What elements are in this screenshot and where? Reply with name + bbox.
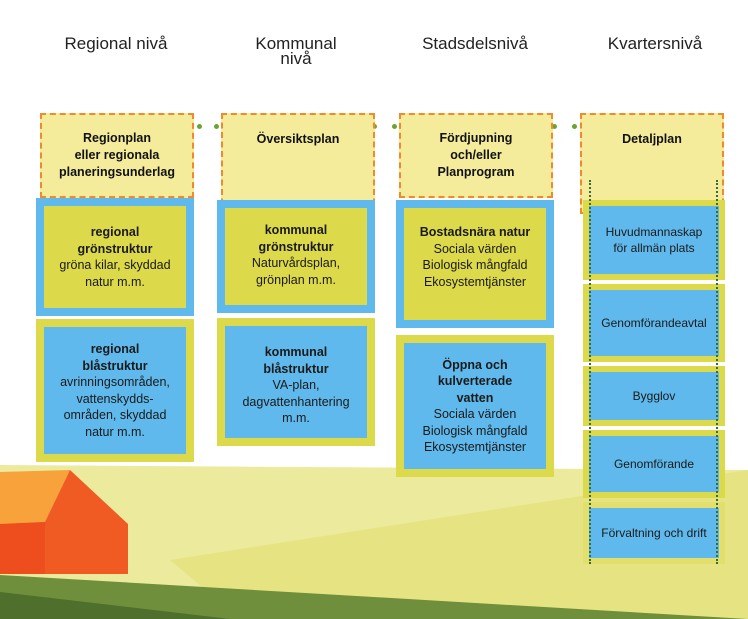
header-regional: Regional nivå xyxy=(64,34,168,53)
connector-dot xyxy=(572,124,577,129)
kommunal-gronstruktur-frame: kommunal grönstruktur Naturvårdsplan, gr… xyxy=(217,200,375,313)
kvarter-forvaltning: Förvaltning och drift xyxy=(583,502,725,564)
header-stadsdel: Stadsdelsnivå xyxy=(422,34,528,53)
regional-gronstruktur-card: regional grönstruktur gröna kilar, skydd… xyxy=(44,206,186,308)
plan-detaljplan: Detaljplan xyxy=(580,113,724,214)
stadsdel-vatten-frame: Öppna och kulverterade vatten Sociala vä… xyxy=(396,335,554,477)
connector-dot xyxy=(392,124,397,129)
kvarter-bygglov: Bygglov xyxy=(583,366,725,426)
kommunal-gronstruktur-card: kommunal grönstruktur Naturvårdsplan, gr… xyxy=(225,208,367,305)
connector-dot xyxy=(197,124,202,129)
regional-blastruktur-frame: regional blåstruktur avrinningsområden, … xyxy=(36,319,194,462)
stadsdel-vatten-card: Öppna och kulverterade vatten Sociala vä… xyxy=(404,343,546,469)
kvarter-genomforande: Genomförande xyxy=(583,430,725,498)
kommunal-blastruktur-card: kommunal blåstruktur VA-plan, dagvattenh… xyxy=(225,326,367,438)
regional-gronstruktur-frame: regional grönstruktur gröna kilar, skydd… xyxy=(36,198,194,316)
plan-oversiktsplan: Översiktsplan xyxy=(221,113,375,214)
dotted-guide-right xyxy=(716,180,718,564)
header-kvarter: Kvartersnivå xyxy=(607,34,703,53)
stadsdel-natur-frame: Bostadsnära natur Sociala värden Biologi… xyxy=(396,200,554,328)
regional-blastruktur-card: regional blåstruktur avrinningsområden, … xyxy=(44,327,186,454)
connector-dot xyxy=(214,124,219,129)
house-shape xyxy=(0,470,128,574)
stadsdel-natur-card: Bostadsnära natur Sociala värden Biologi… xyxy=(404,208,546,320)
kvarter-genomforandeavtal: Genomförandeavtal xyxy=(583,284,725,362)
dotted-guide-left xyxy=(589,180,591,564)
connector-dot xyxy=(552,124,557,129)
kommunal-blastruktur-frame: kommunal blåstruktur VA-plan, dagvattenh… xyxy=(217,318,375,446)
